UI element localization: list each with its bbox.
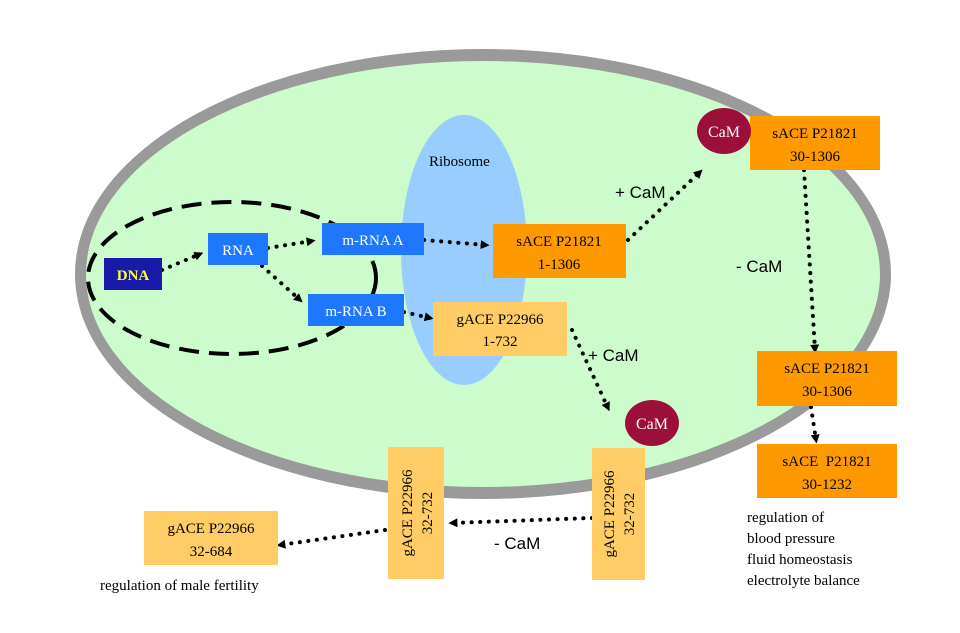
arrow-dna-rna: [160, 251, 204, 272]
arrow-mrna-a-sace: [422, 238, 490, 250]
gace-32-732-cam-box: [592, 448, 645, 580]
sace-3-line2: 30-1306: [802, 384, 852, 400]
minus-cam-bottom-label: - CaM: [494, 534, 540, 553]
arrow-gacev2-gacev1: [448, 516, 594, 528]
cam-top-label: CaM: [708, 124, 740, 141]
cam-bottom-badge: [625, 400, 679, 446]
dna-box: [104, 258, 162, 290]
sace-30-1232-box: [757, 444, 897, 498]
minus-cam-right-label: - CaM: [736, 257, 782, 276]
rna-label: RNA: [222, 243, 254, 259]
dna-label: DNA: [117, 268, 150, 284]
mrna-b-box: [308, 294, 404, 326]
cam-bottom-label: CaM: [636, 416, 668, 433]
gace-v2-line2: 32-732: [622, 493, 638, 536]
caption-male-fertility: regulation of male fertility: [100, 578, 259, 594]
gace-32-684-box: [144, 511, 278, 565]
mrna-a-box: [322, 223, 424, 255]
gace-final-line1: gACE P22966: [167, 521, 255, 537]
gace-32-732-box: [388, 447, 444, 579]
sace-3-line1: sACE P21821: [784, 361, 869, 377]
sace-30-1306-box: [757, 351, 897, 406]
caption-blood-line2: blood pressure: [747, 531, 835, 547]
arrows: [160, 168, 820, 549]
gace-v1-line1: gACE P22966: [400, 469, 416, 557]
gace-v2-line1: gACE P22966: [602, 470, 618, 558]
sace-4-line2: 30-1232: [802, 477, 852, 493]
plus-cam-mid-label: + CaM: [588, 346, 639, 365]
gace-final-line2: 32-684: [190, 544, 233, 560]
arrow-gacev1-final: [276, 528, 387, 549]
caption-blood-line3: fluid homeostasis: [747, 552, 853, 568]
caption-blood-line1: regulation of: [747, 510, 824, 526]
mrna-a-label: m-RNA A: [342, 233, 403, 249]
arrow-sace3-sace4: [809, 405, 820, 444]
gace-v1-line2: 32-732: [420, 492, 436, 535]
nucleus-boundary: [86, 200, 378, 356]
sace-2-line1: sACE P21821: [772, 126, 857, 142]
arrow-rna-mrna-b: [260, 264, 303, 303]
cam-top-badge: [697, 108, 751, 154]
sace-30-1306-cam-box: [750, 116, 880, 170]
sace-2-line2: 30-1306: [790, 149, 840, 165]
gace-1-line2: 1-732: [483, 334, 518, 350]
caption-blood-line4: electrolyte balance: [747, 573, 860, 589]
gace-1-732-box: [433, 302, 567, 356]
sace-4-line1: sACE P21821: [782, 454, 871, 470]
arrow-gace-to-cam: [570, 328, 610, 412]
sace-1-line1: sACE P21821: [516, 234, 601, 250]
arrow-sace-to-cam: [626, 169, 703, 242]
mrna-b-label: m-RNA B: [325, 304, 386, 320]
arrow-rna-mrna-a: [266, 237, 316, 250]
rna-box: [208, 233, 268, 265]
gace-1-line1: gACE P22966: [456, 312, 544, 328]
sace-1-1306-box: [493, 224, 626, 278]
plus-cam-top-label: + CaM: [615, 183, 666, 202]
sace-1-line2: 1-1306: [538, 257, 581, 273]
ribosome-label: Ribosome: [429, 154, 490, 170]
